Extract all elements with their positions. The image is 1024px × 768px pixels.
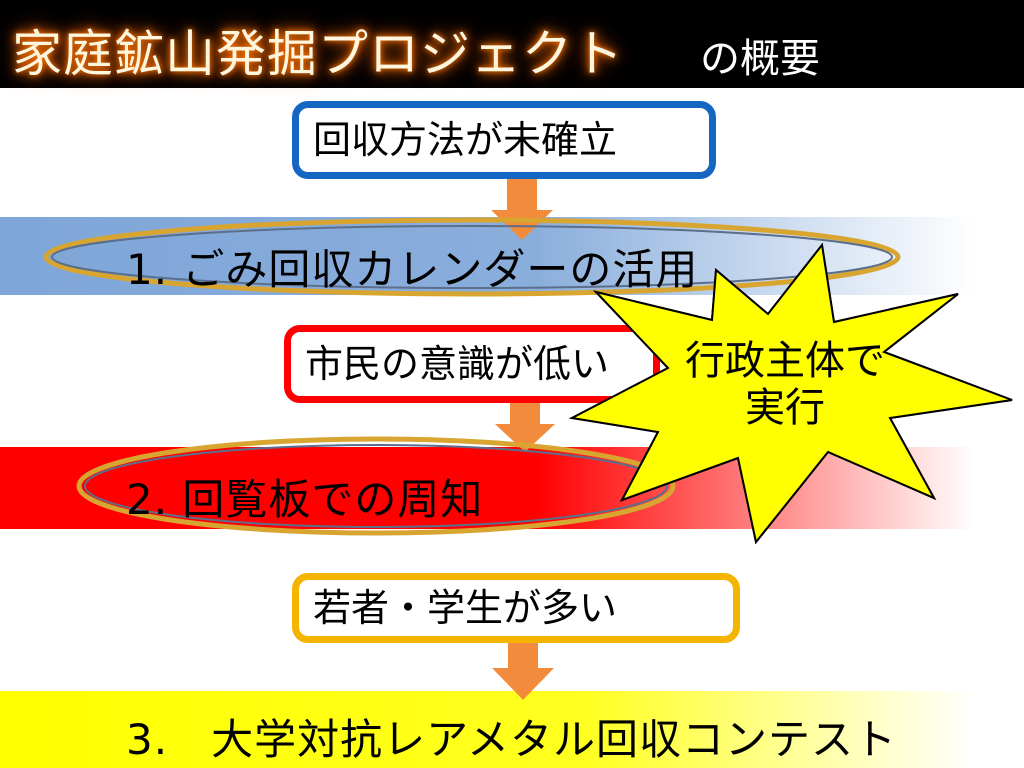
issue-box-3: 若者・学生が多い bbox=[292, 573, 740, 643]
title-bar: 家庭鉱山発掘プロジェクト の概要 bbox=[0, 0, 1024, 88]
starburst-line-2: 実行 bbox=[745, 385, 825, 432]
solution-ellipse-1 bbox=[43, 217, 901, 297]
solution-band-3 bbox=[0, 691, 975, 768]
solution-label-2: 2. 回覧板での周知 bbox=[126, 475, 484, 524]
starburst-line-1: 行政主体で bbox=[685, 338, 885, 384]
slide-subtitle: の概要 bbox=[700, 36, 820, 82]
issue-box-1: 回収方法が未確立 bbox=[292, 101, 716, 179]
starburst-shape-front bbox=[568, 242, 1013, 545]
slide-title: 家庭鉱山発掘プロジェクト bbox=[12, 25, 624, 83]
down-arrow-2 bbox=[495, 396, 555, 452]
issue-label-3: 若者・学生が多い bbox=[313, 586, 618, 630]
solution-ellipse-2 bbox=[76, 436, 676, 536]
down-arrow-1 bbox=[491, 177, 553, 240]
starburst-text: 行政主体で 実行 bbox=[660, 338, 910, 432]
solution-label-1: 1. ごみ回収カレンダーの活用 bbox=[126, 245, 699, 294]
issue-box-2: 市民の意識が低い bbox=[284, 325, 660, 403]
issue-label-2: 市民の意識が低い bbox=[305, 342, 610, 386]
solution-ellipse-2-inner bbox=[84, 444, 668, 528]
issue-label-1: 回収方法が未確立 bbox=[313, 118, 618, 162]
down-arrow-3 bbox=[492, 640, 554, 700]
solution-ellipse-1-inner bbox=[51, 225, 893, 289]
solution-label-3: 3. 大学対抗レアメタル回収コンテスト bbox=[126, 715, 897, 764]
